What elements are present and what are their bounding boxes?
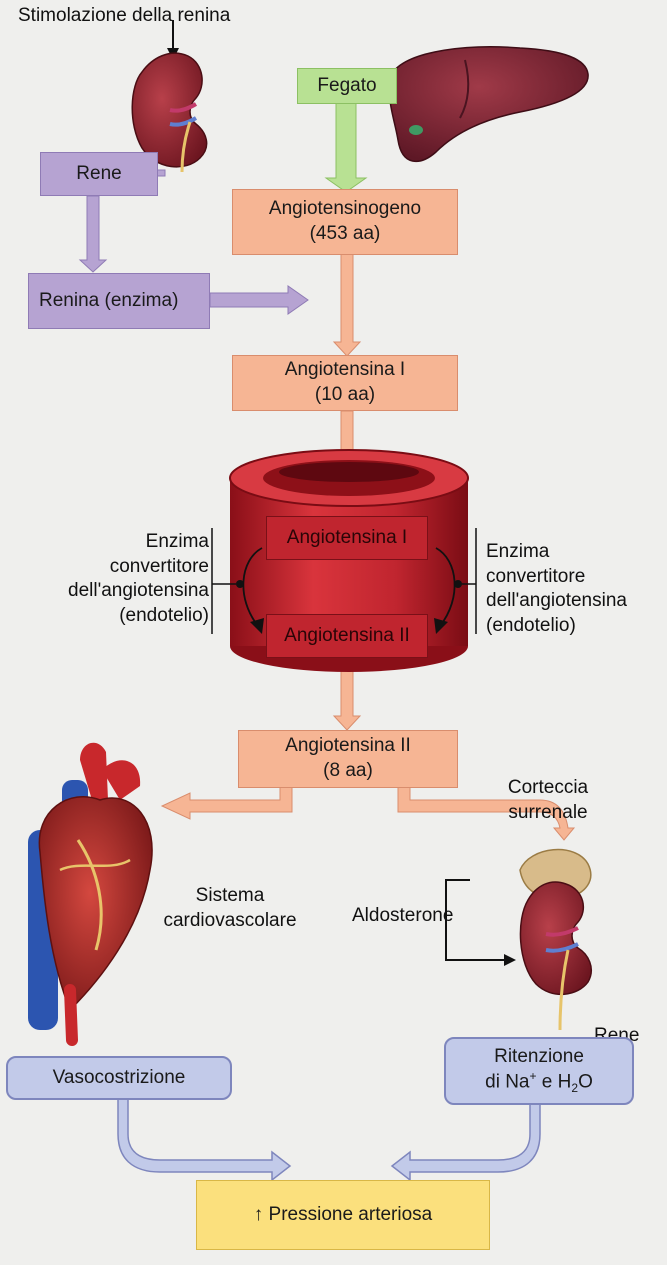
ritenzione-line2: di Na+ e H2O	[485, 1069, 593, 1096]
aldosterone-arrow	[445, 879, 516, 966]
angiotensina2-box: Angiotensina II (8 aa)	[238, 730, 458, 788]
angiotensinogeno-box: Angiotensinogeno (453 aa)	[232, 189, 458, 255]
inner-angiotensina1-label: Angiotensina I	[286, 526, 408, 548]
renina-label: Renina (enzima)	[39, 289, 179, 311]
enzima-left-label: Enzima convertitore dell'angiotensina (e…	[68, 530, 209, 629]
fegato-box: Fegato	[297, 68, 397, 104]
angiotensina1-sub: (10 aa)	[314, 384, 376, 405]
enzima-right-line2: convertitore	[486, 565, 586, 587]
pressione-box: ↑ Pressione arteriosa	[196, 1180, 490, 1250]
arrow-ang0-ang1	[332, 253, 362, 357]
kidney-bottom-image	[519, 848, 592, 1031]
angiotensina2-sub: (8 aa)	[323, 760, 373, 781]
vasocostrizione-label: Vasocostrizione	[52, 1066, 186, 1088]
converter-arrowheads	[236, 580, 462, 634]
enzima-left-line4: (endotelio)	[119, 605, 209, 627]
sistema-line1: Sistema	[195, 885, 265, 906]
arrow-vaso-pressione	[117, 1095, 292, 1182]
stimolazione-label: Stimolazione della renina	[18, 5, 231, 26]
enzima-left-line3: dell'angiotensina	[68, 580, 209, 602]
heart-image	[28, 742, 153, 1046]
flow-arrows	[160, 253, 576, 841]
vasocostrizione-box: Vasocostrizione	[6, 1056, 232, 1100]
rene-top-label: Rene	[76, 162, 122, 184]
corteccia-label: Corteccia surrenale	[486, 776, 610, 825]
arrow-ang2-cortex	[397, 773, 576, 841]
enzima-left-line2: convertitore	[109, 555, 209, 577]
kidney-top-image	[131, 52, 208, 173]
fegato-label: Fegato	[317, 74, 377, 96]
corteccia-line1: Corteccia	[507, 777, 589, 798]
arrow-rene-renina	[78, 195, 108, 273]
arrow-ritenzione-pressione	[390, 1095, 541, 1182]
angiotensina2-label: Angiotensina II	[285, 735, 411, 757]
arrow-liver-angiotensinogeno	[324, 99, 368, 193]
pressione-label: ↑ Pressione arteriosa	[253, 1203, 433, 1225]
inner-angiotensina2-label: Angiotensina II	[284, 624, 410, 646]
corteccia-line2: surrenale	[508, 801, 588, 823]
enzima-right-label: Enzima convertitore dell'angiotensina (e…	[486, 540, 627, 639]
inner-angiotensina2-box: Angiotensina II	[266, 614, 428, 658]
angiotensina1-label: Angiotensina I	[284, 359, 406, 381]
rene-top-box: Rene	[40, 152, 158, 196]
enzima-right-line4: (endotelio)	[486, 615, 576, 637]
arrow-renina-angiotensina	[209, 285, 309, 315]
enzima-right-line3: dell'angiotensina	[486, 590, 627, 612]
arrow-vessel-ang2	[332, 664, 362, 731]
inner-angiotensina1-box: Angiotensina I	[266, 516, 428, 560]
aldosterone-label: Aldosterone	[352, 905, 454, 926]
sistema-line2: cardiovascolare	[163, 909, 297, 931]
liver-image	[388, 46, 589, 163]
lavender-arrows	[78, 169, 309, 315]
converter-curves	[242, 547, 456, 627]
arrow-ang2-heart	[160, 773, 293, 820]
angiotensinogeno-label: Angiotensinogeno	[268, 198, 422, 220]
enzima-right-line1: Enzima	[486, 541, 550, 562]
ritenzione-line1: Ritenzione	[494, 1045, 584, 1067]
sistema-label: Sistema cardiovascolare	[140, 884, 320, 933]
angiotensina1-box: Angiotensina I (10 aa)	[232, 355, 458, 411]
bracket-lines	[211, 528, 477, 634]
angiotensinogeno-sub: (453 aa)	[309, 223, 381, 244]
ritenzione-box: Ritenzione di Na+ e H2O	[444, 1037, 634, 1105]
enzima-left-line1: Enzima	[145, 531, 209, 552]
blue-arrows	[117, 1095, 541, 1182]
renina-box: Renina (enzima)	[28, 273, 210, 329]
